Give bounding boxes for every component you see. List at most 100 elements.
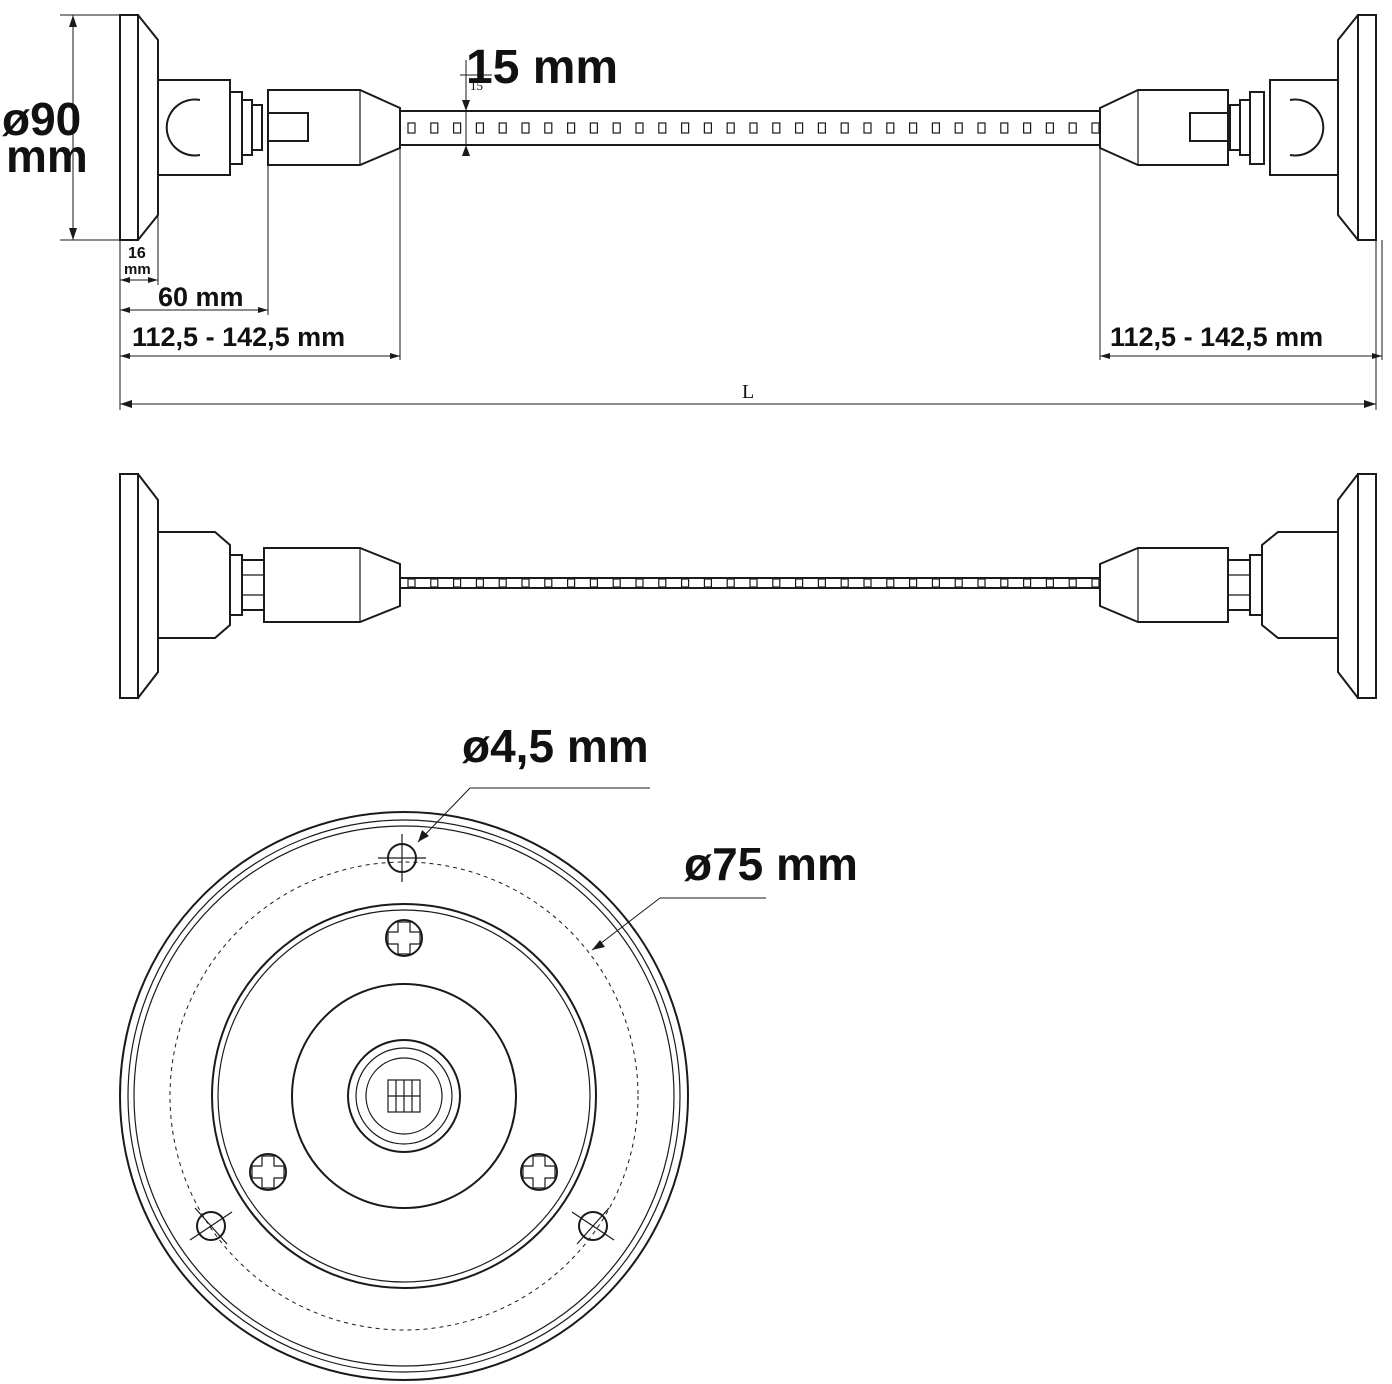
rod-hole bbox=[863, 122, 872, 134]
side-rod-hole bbox=[886, 578, 895, 588]
screw-top bbox=[385, 919, 423, 957]
right-bracket bbox=[1229, 79, 1339, 176]
side-rod-hole bbox=[726, 578, 735, 588]
rod-hole bbox=[589, 122, 599, 134]
rod-hole bbox=[544, 122, 553, 134]
screw-left bbox=[249, 1153, 287, 1191]
rod-hole bbox=[977, 122, 986, 134]
mounting-hole-left bbox=[189, 1207, 233, 1245]
rod-hole bbox=[726, 122, 735, 134]
rod-hole bbox=[498, 122, 507, 134]
left-bracket bbox=[157, 79, 263, 176]
side-rod-hole bbox=[658, 578, 667, 588]
circle-diameter-label: ø75 mm bbox=[684, 838, 858, 890]
rod-hole bbox=[931, 122, 941, 134]
side-rod-hole bbox=[1045, 578, 1055, 588]
rod-hole bbox=[954, 122, 963, 134]
side-rod-hole bbox=[635, 578, 644, 588]
plate-front-view: ø4,5 mm ø75 mm bbox=[119, 720, 858, 1381]
right-wall-plate bbox=[1337, 14, 1377, 241]
rod-hole bbox=[453, 122, 462, 134]
side-left-bracket bbox=[157, 531, 265, 639]
rod-hole bbox=[1000, 122, 1009, 134]
rod-hole bbox=[407, 122, 416, 134]
side-rod-hole bbox=[453, 578, 462, 588]
side-rod-hole bbox=[521, 578, 530, 588]
rod-hole bbox=[794, 122, 804, 134]
rod-hole bbox=[521, 122, 530, 134]
side-right-wall-plate bbox=[1337, 473, 1377, 699]
side-view bbox=[119, 473, 1377, 699]
rod-hole-pattern bbox=[407, 122, 1100, 134]
rod bbox=[400, 110, 1100, 146]
side-rod-hole bbox=[407, 578, 416, 588]
range-left-label: 112,5 - 142,5 mm bbox=[132, 322, 345, 352]
rod-hole bbox=[612, 122, 621, 134]
mounting-hole-right bbox=[571, 1207, 615, 1245]
left-wall-plate bbox=[119, 14, 159, 241]
rod-hole bbox=[635, 122, 644, 134]
plate-thickness-label-line2: mm bbox=[124, 261, 151, 278]
circle-leader bbox=[591, 897, 661, 951]
diameter-label-line2: mm bbox=[6, 130, 88, 182]
mounting-hole-top bbox=[378, 834, 426, 882]
hole-diameter-label: ø4,5 mm bbox=[462, 720, 649, 772]
rod-hole bbox=[1091, 122, 1100, 134]
side-rod-hole bbox=[1022, 578, 1032, 588]
rod-hole bbox=[886, 122, 895, 134]
side-rod-hole bbox=[863, 578, 872, 588]
side-rod-hole bbox=[749, 578, 758, 588]
rod-hole bbox=[1022, 122, 1032, 134]
right-sleeve bbox=[1099, 89, 1229, 166]
plate-thickness-label-line1: 16 bbox=[128, 245, 146, 262]
rod-hole bbox=[1045, 122, 1055, 134]
dimension-lines-top bbox=[60, 14, 1383, 410]
side-rod-hole bbox=[703, 578, 713, 588]
rod-hole bbox=[658, 122, 667, 134]
side-right-sleeve bbox=[1099, 547, 1229, 623]
rod-hole bbox=[475, 122, 484, 134]
side-rod-hole bbox=[1000, 578, 1009, 588]
rod-hole bbox=[840, 122, 849, 134]
rod-hole bbox=[680, 122, 690, 134]
rod-width-label: 15 mm bbox=[466, 41, 618, 94]
hole-leader bbox=[417, 787, 471, 843]
bolt-circle bbox=[169, 861, 639, 1331]
side-left-sleeve bbox=[263, 547, 401, 623]
side-rod-hole bbox=[430, 578, 439, 588]
rod-hole bbox=[772, 122, 781, 134]
rod-hole bbox=[749, 122, 758, 134]
total-length-label: L bbox=[742, 381, 754, 403]
side-rod-hole bbox=[977, 578, 986, 588]
rod-hole bbox=[817, 122, 827, 134]
side-rod-hole bbox=[680, 578, 690, 588]
side-rod-hole bbox=[931, 578, 941, 588]
rod-hole bbox=[566, 122, 576, 134]
top-view: ø90 mm 15 mm 15 16 mm 60 mm 112,5 - 142,… bbox=[2, 14, 1383, 410]
side-rod-hole bbox=[840, 578, 849, 588]
diameter-label-line1: ø90 bbox=[2, 93, 81, 145]
side-rod bbox=[400, 577, 1100, 589]
side-rod-hole-pattern bbox=[407, 578, 1100, 588]
screw-right bbox=[520, 1153, 558, 1191]
side-rod-hole bbox=[566, 578, 576, 588]
rod-hole bbox=[908, 122, 918, 134]
side-rod-hole bbox=[908, 578, 918, 588]
side-right-bracket bbox=[1227, 531, 1339, 639]
side-rod-hole bbox=[544, 578, 553, 588]
rod-hole bbox=[703, 122, 713, 134]
side-left-wall-plate bbox=[119, 473, 159, 699]
side-rod-hole bbox=[772, 578, 781, 588]
side-rod-hole bbox=[498, 578, 507, 588]
side-rod-hole bbox=[954, 578, 963, 588]
rod-hole bbox=[430, 122, 439, 134]
side-rod-hole bbox=[794, 578, 804, 588]
left-sleeve bbox=[267, 89, 401, 166]
rod-hole bbox=[1068, 122, 1077, 134]
length-60-label: 60 mm bbox=[158, 282, 244, 312]
side-rod-hole bbox=[817, 578, 827, 588]
side-rod-hole bbox=[1091, 578, 1100, 588]
side-rod-hole bbox=[612, 578, 621, 588]
